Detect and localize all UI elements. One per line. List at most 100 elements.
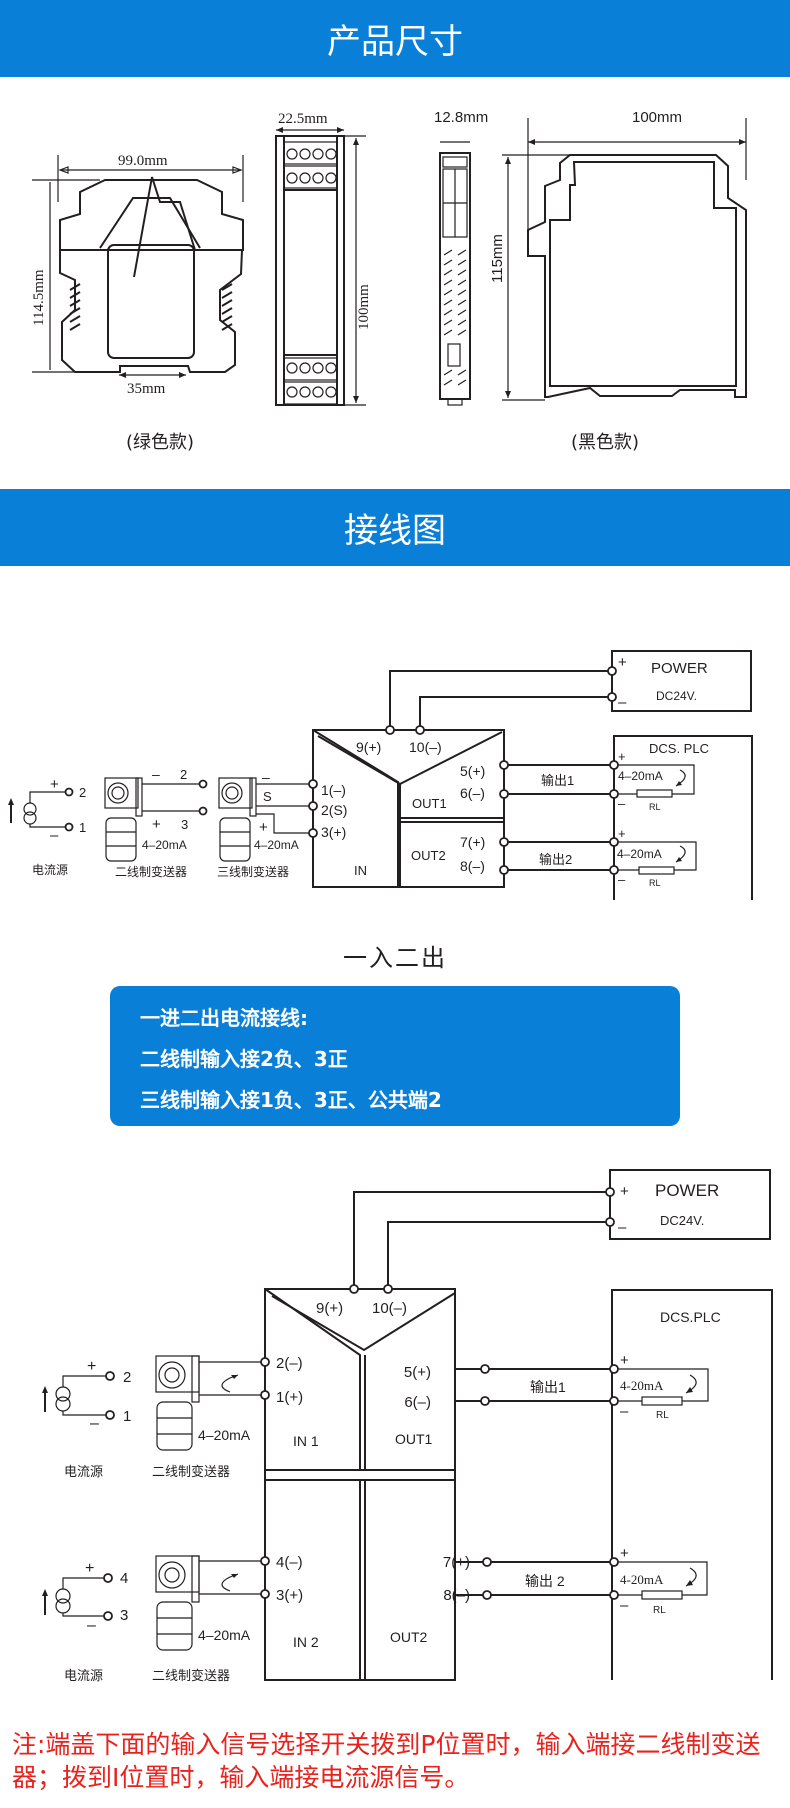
width-label: 99.0mm [118, 153, 168, 169]
power-voltage: DC24V. [656, 689, 697, 703]
power-plus: + [618, 654, 627, 671]
zone-out2: OUT2 [411, 848, 446, 863]
terminal-1 [308, 779, 318, 789]
terminal-9-label-2: 9(+) [316, 1300, 343, 1317]
output2-label: 输出2 [539, 852, 572, 867]
terminal-1-label: 1(–) [321, 782, 346, 798]
black-model-front-view: 100mm 115mm [489, 109, 747, 401]
power2-minus: – [618, 1219, 627, 1236]
source-pin-plus: 2 [79, 785, 86, 800]
terminal-1-label-2: 1(+) [276, 1389, 303, 1406]
terminal-9 [385, 725, 395, 735]
load-label-2: RL [649, 878, 661, 888]
power-supply-box: POWER DC24V. + – [611, 650, 752, 712]
source1-label: 电流源 [64, 1464, 103, 1479]
side-width-label: 22.5mm [278, 111, 328, 127]
side-height-label: 100mm [356, 284, 372, 330]
zone-out1: OUT1 [412, 796, 447, 811]
terminal-2-label: 2(S) [321, 802, 347, 818]
source1-minus: – [90, 1415, 99, 1432]
zone-out1-2: OUT1 [395, 1431, 433, 1447]
terminal-7-label: 7(+) [460, 834, 485, 850]
isolator-module: 9(+) 10(–) 1(–) 2(S) 3(+) 5(+) 6(–) 7(+)… [312, 725, 505, 888]
diagram-subtitle: 一入二出 [343, 944, 447, 972]
load-resistor-1 [636, 789, 673, 798]
two-wire-current: 4–20mA [142, 838, 187, 852]
terminal-8 [499, 865, 509, 875]
dcs-title: DCS. PLC [649, 741, 709, 756]
three-wire-transmitter: – S + 4–20mA 三线制变送器 [217, 769, 309, 879]
section-header-wiring: 接线图 [0, 489, 790, 566]
dcs2-plus-2: + [620, 1545, 629, 1562]
source1-plus: + [87, 1358, 96, 1375]
transmitter2-current: 4–20mA [198, 1627, 251, 1643]
black-height-label: 115mm [489, 234, 506, 283]
info-line: 三线制输入接1负、3正、公共端2 [140, 1088, 442, 1112]
source2-pin-minus: 3 [120, 1607, 128, 1624]
black-depth-label: 100mm [632, 109, 682, 126]
two-wire-pin-plus: 3 [181, 817, 188, 832]
power-title-2: POWER [655, 1181, 719, 1200]
wiring-info-box: 一进二出电流接线: 二线制输入接2负、3正 三线制输入接1负、3正、公共端2 [110, 986, 680, 1126]
current-source-label: 电流源 [32, 863, 68, 877]
two-wire-pin-minus: 2 [180, 767, 187, 782]
two-wire-minus: – [152, 766, 160, 782]
loop2-current: 4–20mA [617, 847, 662, 861]
green-model-side-view: 22.5mm 100mm [275, 111, 372, 406]
terminal-3 [308, 828, 318, 838]
dcs-plus-1: + [618, 749, 626, 764]
info-line: 一进二出电流接线: [140, 1006, 308, 1030]
source-plus: + [50, 776, 59, 793]
loop1-current: 4–20mA [618, 769, 663, 783]
source1-pin-minus: 1 [123, 1408, 131, 1425]
section-header-dimensions: 产品尺寸 [0, 0, 790, 77]
load-label-2b: RL [653, 1605, 666, 1616]
load-resistor-2 [638, 866, 675, 875]
dcs2-minus-1: – [620, 1403, 629, 1420]
power2-plus: + [620, 1183, 629, 1200]
isolator-module-2: 9(+) 10(–) 2(–) 1(+) 4(–) 3(+) 5(+) 6(–)… [264, 1284, 470, 1681]
transmitter1-current: 4–20mA [198, 1427, 251, 1443]
terminal-10-label: 10(–) [409, 739, 442, 755]
zone-out2-2: OUT2 [390, 1629, 428, 1645]
source2-label: 电流源 [64, 1668, 103, 1683]
source-pin-minus: 1 [79, 820, 86, 835]
green-model-front-view: 99.0mm 114.5mm 35mm [31, 153, 244, 397]
output1-label-2: 输出1 [530, 1379, 566, 1395]
switch-note: 注:端盖下面的输入信号选择开关拨到P位置时，输入端接二线制变送器；拨到I位置时，… [12, 1730, 761, 1792]
current-source-symbol: + – 2 1 电流源 [8, 776, 86, 877]
zone-in: IN [354, 863, 367, 878]
info-line: 二线制输入接2负、3正 [140, 1047, 348, 1071]
three-wire-signal: S [263, 789, 272, 804]
three-wire-minus: – [262, 769, 270, 785]
dcs-plc-box: DCS. PLC 4–20mA RL + – 4–20mA RL + – [609, 735, 753, 900]
section-title: 接线图 [344, 511, 446, 551]
power-terminal-plus [607, 666, 617, 676]
three-wire-plus: + [259, 819, 268, 836]
rail-label: 35mm [127, 381, 166, 397]
dcs2-plus-1: + [620, 1352, 629, 1369]
transmitter1-label: 二线制变送器 [152, 1464, 230, 1479]
output1-label: 输出1 [541, 773, 574, 788]
zone-in1: IN 1 [293, 1433, 319, 1449]
terminal-4-label-2: 4(–) [276, 1554, 303, 1571]
power-supply-box-2: POWER DC24V. + – [609, 1169, 771, 1240]
source-minus: – [50, 827, 59, 844]
terminal-9-label: 9(+) [356, 739, 381, 755]
zone-in2: IN 2 [293, 1634, 319, 1650]
terminal-8-label: 8(–) [460, 858, 485, 874]
two-wire-label: 二线制变送器 [115, 864, 187, 879]
terminal-3-label-2: 3(+) [276, 1587, 303, 1604]
dcs-minus-2: – [618, 872, 626, 887]
dcs-title-2: DCS.PLC [660, 1309, 721, 1325]
terminal-5 [499, 760, 509, 770]
dcs2-minus-2: – [620, 1597, 629, 1614]
two-wire-transmitter: – 2 + 3 4–20mA 二线制变送器 [104, 766, 208, 879]
dcs-plc-box-2: DCS.PLC 4-20mA RL + – 4-20mA RL + – [609, 1289, 773, 1680]
transmitter2-label: 二线制变送器 [152, 1668, 230, 1683]
power-minus: – [618, 694, 627, 711]
section-title: 产品尺寸 [327, 22, 463, 62]
load-label-1: RL [649, 802, 661, 812]
green-model-caption: (绿色款) [125, 432, 195, 453]
terminal-6-label-2: 6(–) [404, 1394, 431, 1411]
